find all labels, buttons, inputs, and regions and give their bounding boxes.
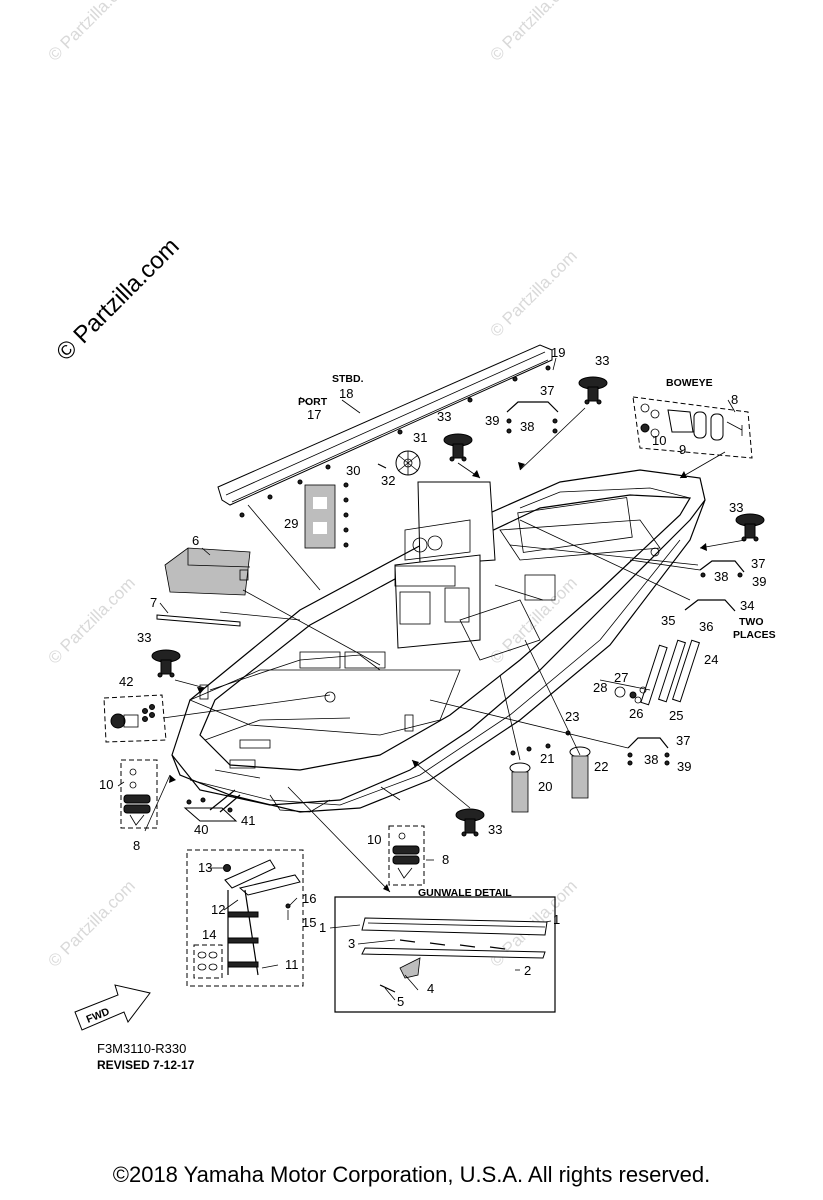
- watermark: © Partzilla.com: [486, 246, 580, 340]
- arrow-heads: [169, 462, 707, 892]
- callout-11: 11: [285, 957, 299, 972]
- ladder-box: [186, 849, 304, 987]
- callout-10: 10: [99, 777, 113, 792]
- callout-7: 7: [150, 595, 157, 610]
- watermark: © Partzilla.com: [486, 573, 580, 667]
- callout-39: 39: [485, 413, 499, 428]
- watermark: © Partzilla.com: [44, 573, 138, 667]
- callout-36: 36: [699, 619, 713, 634]
- fwd-arrow-icon: FWD: [74, 984, 151, 1031]
- callout-1: 1: [319, 920, 326, 935]
- cleat-group: [151, 376, 765, 837]
- callout-6: 6: [192, 533, 199, 548]
- stern-eye-left: [120, 759, 158, 829]
- brackets-40-41: [183, 789, 241, 822]
- callout-1: 1: [553, 912, 560, 927]
- callout-40: 40: [194, 822, 208, 837]
- label-port: PORT: [298, 396, 328, 408]
- callout-33: 33: [595, 353, 609, 368]
- callout-13: 13: [198, 860, 212, 875]
- callout-37: 37: [751, 556, 765, 571]
- boat-hull: [171, 469, 706, 813]
- gunwale-detail-box: [334, 896, 556, 1013]
- callout-10: 10: [367, 832, 381, 847]
- callout-5: 5: [397, 994, 404, 1009]
- callout-33: 33: [488, 822, 502, 837]
- callout-26: 26: [629, 706, 643, 721]
- callout-20: 20: [538, 779, 552, 794]
- callout-37: 37: [676, 733, 690, 748]
- diagram-code: F3M3110-R330: [97, 1041, 187, 1056]
- cooler-6: [156, 547, 251, 627]
- callout-22: 22: [594, 759, 608, 774]
- stern-eye-right: [388, 825, 425, 886]
- callout-39: 39: [677, 759, 691, 774]
- handrail-group: [506, 401, 745, 766]
- callout-33: 33: [437, 409, 451, 424]
- callout-37: 37: [540, 383, 554, 398]
- revision-date: REVISED 7-12-17: [97, 1058, 195, 1072]
- callout-labels: 1 1 2 3 4 5 6 7 8 8 8 9 10 10 10 11 12 1…: [99, 345, 776, 1009]
- callout-8: 8: [731, 392, 738, 407]
- callout-17: 17: [307, 407, 321, 422]
- callout-15: 15: [302, 915, 316, 930]
- callout-33: 33: [137, 630, 151, 645]
- callout-35: 35: [661, 613, 675, 628]
- drain-42: [103, 694, 167, 743]
- label-stbd: STBD.: [332, 373, 364, 385]
- callout-19: 19: [551, 345, 565, 360]
- leader-lines: [144, 357, 746, 893]
- callout-9: 9: [679, 442, 686, 457]
- callout-27: 27: [614, 670, 628, 685]
- callout-12: 12: [211, 902, 225, 917]
- label-places: PLACES: [733, 629, 776, 641]
- callout-8: 8: [442, 852, 449, 867]
- callout-4: 4: [427, 981, 434, 996]
- watermark-main: © Partzilla.com: [51, 233, 184, 366]
- copyright-notice: ©2018 Yamaha Motor Corporation, U.S.A. A…: [112, 1162, 711, 1187]
- callout-31: 31: [413, 430, 427, 445]
- callout-34: 34: [740, 598, 754, 613]
- rod-holders-2: [509, 730, 591, 813]
- callout-41: 41: [241, 813, 255, 828]
- callout-21: 21: [540, 751, 554, 766]
- callout-10: 10: [652, 433, 666, 448]
- callout-8: 8: [133, 838, 140, 853]
- wheel-31: [377, 450, 421, 476]
- callout-33: 33: [729, 500, 743, 515]
- callout-3: 3: [348, 936, 355, 951]
- callout-16: 16: [302, 891, 316, 906]
- callout-39: 39: [752, 574, 766, 589]
- callout-30: 30: [346, 463, 360, 478]
- label-gunwale-detail: GUNWALE DETAIL: [418, 887, 512, 899]
- gunwale-rail: [217, 344, 553, 518]
- watermark: © Partzilla.com: [44, 0, 138, 65]
- boweye-box: [632, 396, 753, 459]
- label-two: TWO: [739, 616, 764, 628]
- callout-29: 29: [284, 516, 298, 531]
- watermark: © Partzilla.com: [44, 876, 138, 970]
- callout-25: 25: [669, 708, 683, 723]
- callout-18: 18: [339, 386, 353, 401]
- callout-23: 23: [565, 709, 579, 724]
- callout-38: 38: [520, 419, 534, 434]
- label-boweye: BOWEYE: [666, 377, 713, 389]
- watermark: © Partzilla.com: [486, 0, 580, 65]
- callout-14: 14: [202, 927, 216, 942]
- callout-2: 2: [524, 963, 531, 978]
- console-pad-29: [304, 482, 349, 549]
- callout-24: 24: [704, 652, 718, 667]
- callout-38: 38: [644, 752, 658, 767]
- callout-42: 42: [119, 674, 133, 689]
- callout-leads: [117, 399, 736, 1001]
- callout-38: 38: [714, 569, 728, 584]
- callout-32: 32: [381, 473, 395, 488]
- callout-28: 28: [593, 680, 607, 695]
